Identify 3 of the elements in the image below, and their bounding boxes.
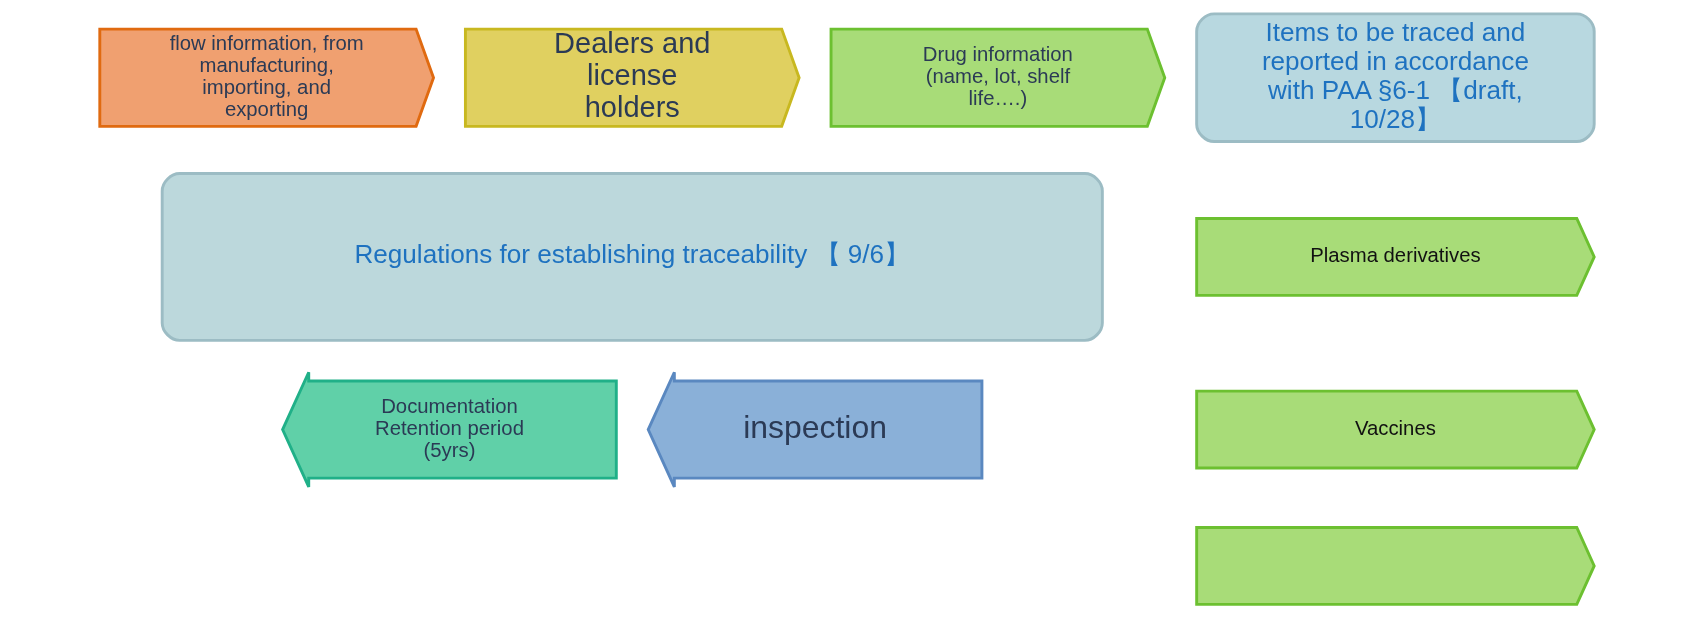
node-chevron	[1195, 526, 1596, 606]
node-box: Regulations for establishing traceability 【 9/6】	[160, 172, 1104, 342]
node-box: Items to be traced and reported in accordance with PAA §6-1 【draft, 10/28】	[1195, 12, 1596, 143]
